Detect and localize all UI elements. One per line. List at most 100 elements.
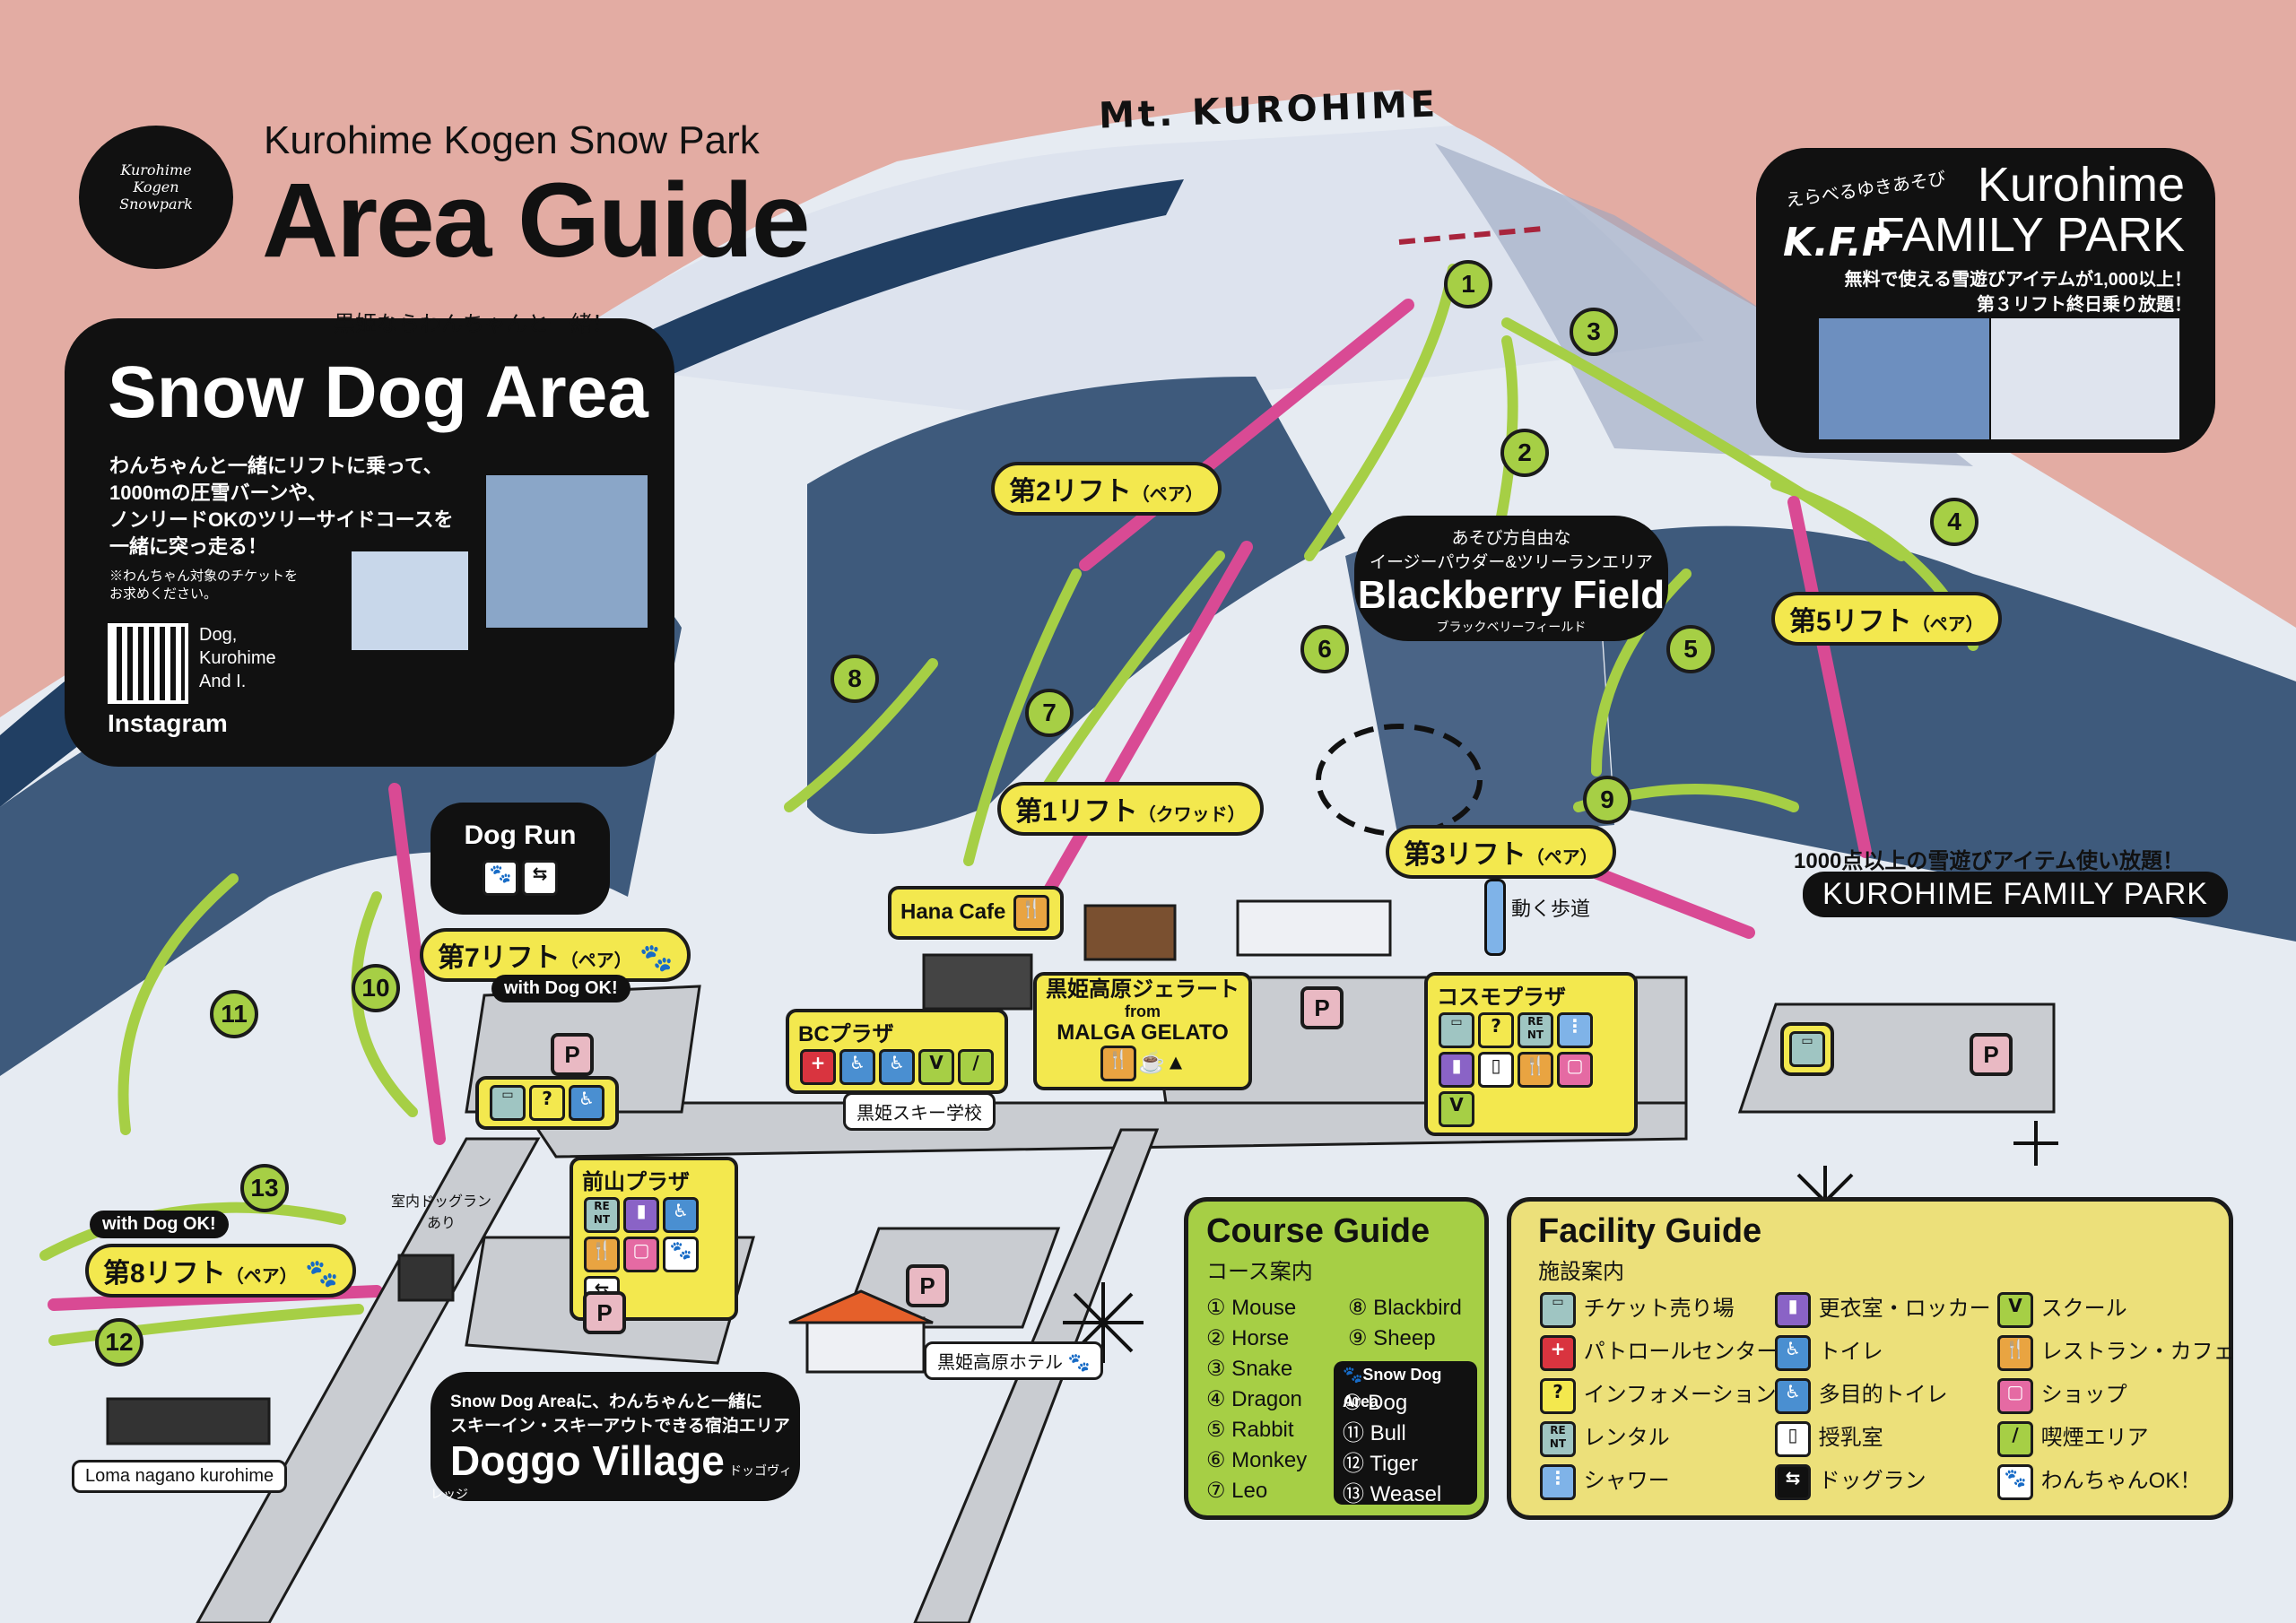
ticket-icon: ▭ [1540,1291,1576,1328]
doggo-village-title: Doggo Village [450,1437,725,1484]
gelato-name-1: 黒姫高原ジェラート [1046,977,1239,1002]
snow-dog-area-panel: 黒姫ならわんちゃんと一緒！ Snow Dog Area わんちゃんと一緒にリフト… [65,312,674,767]
gelato-name-3: MALGA GELATO [1057,1020,1229,1045]
beginner-mark-icon: V [918,1049,954,1085]
lift-5-label[interactable]: 第5リフト（ペア） [1771,592,2002,646]
hana-cafe-label[interactable]: Hana Cafe 🍴 [888,886,1065,940]
course-marker-5[interactable]: 5 [1666,625,1715,673]
hotel-label[interactable]: 黒姫高原ホテル 🐾 [924,1341,1104,1380]
kfp-description-2: 第３リフト終日乗り放題！ [1977,295,2192,315]
snow-dog-body-line: 一緒に突っ走る！ [109,535,268,558]
course-marker-8[interactable]: 8 [831,655,879,703]
lift-1-name: 第1リフト [1015,797,1138,827]
lift-8-label[interactable]: 第8リフト（ペア） 🐾 [85,1244,357,1298]
kfp-banner[interactable]: KUROHIME FAMILY PARK [1803,872,2228,917]
maeyama-plaza-name: 前山プラザ [582,1170,690,1194]
instagram-qr-code[interactable] [108,623,188,704]
course-marker-11[interactable]: 11 [210,990,258,1038]
toilet-icon: ♿ [1775,1334,1811,1371]
parking-marker[interactable]: P [1970,1033,2013,1076]
snowflake-2 [1063,1282,1144,1363]
lift-2-name: 第2リフト [1009,477,1132,507]
kfp-description: 無料で使える雪遊びアイテムが1,000以上！ [1844,270,2192,290]
facility-label: ドッグラン [1818,1469,1926,1493]
instagram-caption-line: And I. [199,672,247,691]
lift-1-label[interactable]: 第1リフト（クワッド） [997,782,1264,836]
lift-7-dog-ok: with Dog OK! [491,975,631,1002]
course-marker-4[interactable]: 4 [1930,498,1979,546]
course-marker-9[interactable]: 9 [1583,776,1631,824]
course-item: ⑥ Monkey [1206,1448,1308,1472]
facility-item: + パトロールセンター [1538,1331,1778,1374]
fork-knife-icon: 🍴 [1100,1046,1137,1081]
course-item: ① Mouse [1206,1296,1297,1320]
baby-bottle-icon: ▯ [1478,1052,1514,1088]
hotel-roof [788,1289,934,1324]
snow-dog-note-line: ※わんちゃん対象のチケットを [109,568,299,584]
loma-label[interactable]: Loma nagano kurohime [72,1460,288,1493]
lift-2-label[interactable]: 第2リフト（ペア） [991,462,1222,516]
parking-marker[interactable]: P [551,1033,594,1076]
blackberry-kana: ブラックベリーフィールド [1436,620,1587,634]
course-marker-3[interactable]: 3 [1570,308,1618,356]
paw-icon: 🐾 [1343,1366,1363,1384]
ticket-icon: ▭ [490,1085,526,1121]
facility-item: ⋮ シャワー [1538,1460,1778,1503]
fork-knife-icon: 🍴 [584,1237,620,1272]
lift-3-name: 第3リフト [1404,840,1526,870]
parking-marker[interactable]: P [583,1291,626,1334]
facility-item: ♿ 多目的トイレ [1773,1374,1991,1417]
ski-school-label[interactable]: 黒姫スキー学校 [843,1092,996,1131]
paw-icon: 🐾 [639,943,674,973]
course-marker-12[interactable]: 12 [95,1318,144,1367]
shower-icon: ⋮ [1557,1012,1593,1048]
dog-photo-2 [352,551,468,650]
facility-label: ショップ [2040,1383,2127,1407]
snow-dog-body: わんちゃんと一緒にリフトに乗って、 1000mの圧雪バーンや、 ノンリードOKの… [109,453,453,560]
course-marker-2[interactable]: 2 [1500,429,1549,477]
lift-8-name: 第8リフト [103,1259,226,1289]
course-marker-10[interactable]: 10 [352,964,400,1012]
question-mark-icon: ? [529,1085,565,1121]
ticket-icon: ▭ [1789,1031,1825,1067]
indoor-dog-run-line: あり [427,1216,457,1231]
lift-7-line [388,783,446,1145]
question-mark-icon: ? [1478,1012,1514,1048]
course-marker-6[interactable]: 6 [1300,625,1349,673]
parking-marker[interactable]: P [906,1264,949,1307]
wheelchair-icon: ♿ [879,1049,915,1085]
course-7 [963,568,1082,866]
kfp-panel: えらべるゆきあそび K.F.P Kurohime FAMILY PARK 無料で… [1756,148,2215,453]
course-10 [351,891,418,1117]
course-item: ④ Dragon [1206,1387,1302,1411]
parking-marker[interactable]: P [1300,986,1344,1029]
snowflake-3 [2013,1121,2058,1166]
blackberry-field-panel[interactable]: あそび方自由な イージーパウダー&ツリーランエリア Blackberry Fie… [1354,516,1668,641]
course-marker-1[interactable]: 1 [1444,260,1492,308]
lift-3-label[interactable]: 第3リフト（ペア） [1386,825,1616,879]
instagram-label[interactable]: Instagram [108,709,228,737]
dog-run-panel[interactable]: Dog Run 🐾⇆ [430,803,610,915]
kfp-photo-2 [1991,318,2179,439]
right-facility-label[interactable]: ▭ [1780,1022,1834,1076]
facility-item: 🍴 レストラン・カフェ [1996,1331,2235,1374]
bc-plaza-label[interactable]: BCプラザ +♿♿V/ [786,1009,1008,1094]
baby-bottle-icon: ▯ [1775,1420,1811,1457]
doggo-village-panel[interactable]: Snow Dog Areaに、わんちゃんと一緒に スキーイン・スキーアウトできる… [430,1372,800,1501]
kfp-promo-text: 1000点以上の雪遊びアイテム使い放題！ [1794,849,2184,873]
course-list-col1: ① Mouse ② Horse ③ Snake ④ Dragon ⑤ Rabbi… [1206,1293,1307,1506]
instagram-caption-line: Kurohime [199,648,276,668]
facility-label: 多目的トイレ [1818,1383,1948,1407]
lift-7-label[interactable]: 第7リフト（ペア） 🐾 [420,928,691,982]
course-marker-13[interactable]: 13 [240,1164,289,1212]
facility-label: レンタル [1583,1426,1670,1450]
lift-8-type: （ペア） [225,1267,298,1287]
gelato-label[interactable]: 黒姫高原ジェラート from MALGA GELATO 🍴☕▲ [1033,972,1252,1090]
course-marker-7[interactable]: 7 [1025,689,1074,737]
left-facility-label[interactable]: ▭?♿ [475,1076,619,1130]
